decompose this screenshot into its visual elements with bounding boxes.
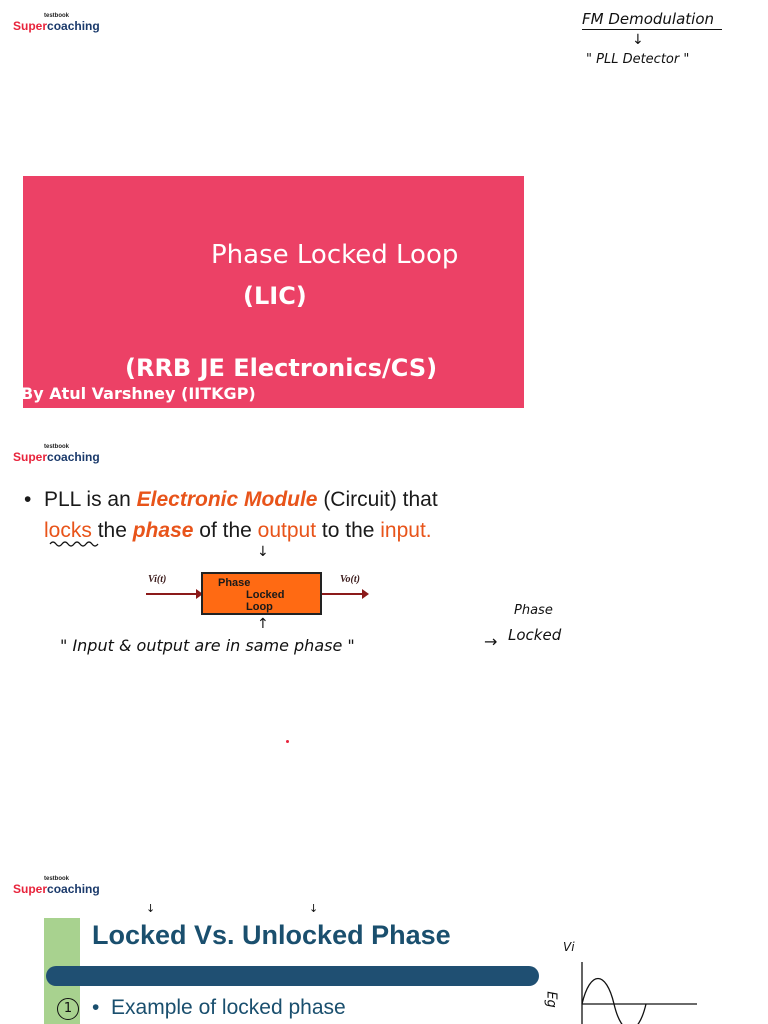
logo-wordmark: Supercoaching [13,19,100,33]
note-locked: Locked [508,626,562,644]
example-locked-phase: • Example of locked phase [92,996,346,1019]
red-dot [286,740,289,743]
note-underline [582,29,722,30]
input-signal-label: Vi(t) [148,574,167,585]
logo-testbook: testbook [44,13,70,19]
logo-testbook-3: testbook [44,876,70,882]
pll-block: Phase Locked Loop [201,572,322,615]
note-arrow-down-icon: ↓ [632,32,644,48]
banner-exam: (RRB JE Electronics/CS) [125,354,438,382]
arrow-up-icon: ↑ [257,616,269,632]
small-arrow-2-icon: ↓ [309,902,319,915]
arrow-down-icon: ↓ [257,544,269,560]
bullet-icon: • [24,488,32,511]
note-pll-detector: " PLL Detector " [586,52,690,67]
output-signal-label: Vo(t) [340,574,360,585]
note-same-phase: " Input & output are in same phase " [60,636,355,655]
note-phase: Phase [514,603,553,618]
note-vi: Vi [563,940,575,954]
input-arrow-icon [146,589,203,599]
logo-testbook-2: testbook [44,444,70,450]
title-banner: Phase Locked Loop (LIC) (RRB JE Electron… [21,176,524,408]
small-arrow-1-icon: ↓ [146,902,156,915]
sine-wave-sketch [581,962,697,1024]
squiggle-underline [49,541,99,547]
pll-definition: •PLL is an Electronic Module (Circuit) t… [24,484,438,546]
logo-wordmark-3: Supercoaching [13,882,100,896]
heading-underline-bar [46,966,539,986]
note-fm-demodulation: FM Demodulation [582,10,715,28]
logo-wordmark-2: Supercoaching [13,450,100,464]
output-arrow-icon [322,589,369,599]
number-circle-icon: 1 [57,998,79,1020]
banner-subtitle: (LIC) [243,282,307,310]
slide3-heading: Locked Vs. Unlocked Phase [92,920,451,950]
note-arrow-icon: → [484,632,498,651]
banner-author: By Atul Varshney (IITKGP) [21,384,256,403]
note-eg: Eg [543,991,559,1008]
banner-title: Phase Locked Loop [211,240,459,270]
